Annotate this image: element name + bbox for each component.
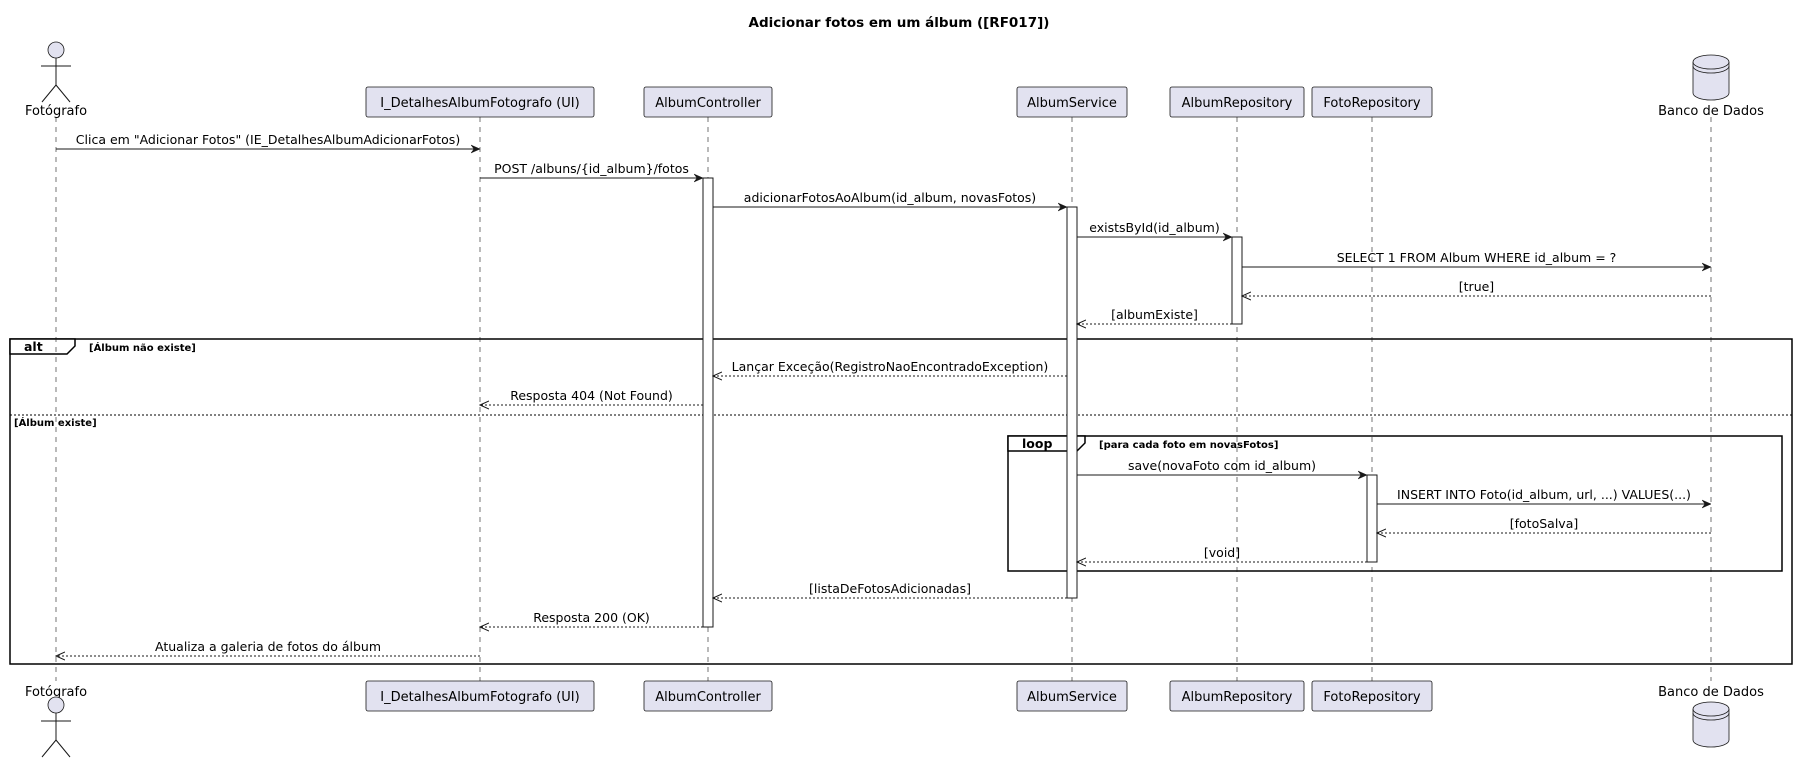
participant-box-service-top xyxy=(1016,86,1128,118)
participant-label-ui-top: I_DetalhesAlbumFotografo (UI) xyxy=(380,96,579,111)
message-label-1: Clica em "Adicionar Fotos" (IE_DetalhesA… xyxy=(76,132,460,147)
loop-condition: [para cada foto em novasFotos] xyxy=(1099,440,1278,451)
activation-service xyxy=(1066,206,1078,599)
participant-box-fotorepo-bottom xyxy=(1311,680,1433,712)
message-9: Resposta 404 (Not Found) xyxy=(480,388,703,405)
activation-fotorepo xyxy=(1366,474,1378,563)
participant-box-albumrepo-top xyxy=(1169,86,1305,118)
message-label-7: [albumExiste] xyxy=(1111,307,1198,322)
participant-label-service-top: AlbumService xyxy=(1027,96,1117,111)
alt-condition-2: [Álbum existe] xyxy=(14,416,97,429)
message-label-13: [void] xyxy=(1204,545,1240,560)
message-label-10: save(novaFoto com id_album) xyxy=(1128,458,1316,473)
alt-condition-1: [Álbum não existe] xyxy=(89,341,196,354)
participant-box-controller-bottom xyxy=(643,680,773,712)
participant-box-albumrepo-bottom xyxy=(1169,680,1305,712)
participant-label-albumrepo-bottom: AlbumRepository xyxy=(1182,690,1293,705)
message-3: adicionarFotosAoAlbum(id_album, novasFot… xyxy=(713,190,1067,207)
participant-box-ui-bottom xyxy=(365,680,595,712)
activation-albumrepo xyxy=(1231,236,1243,325)
participant-label-db-bottom: Banco de Dados xyxy=(1658,685,1764,700)
message-label-2: POST /albuns/{id_album}/fotos xyxy=(494,161,689,176)
message-label-12: [fotoSalva] xyxy=(1510,516,1578,531)
loop-frame xyxy=(1007,435,1783,572)
participant-box-fotorepo-top xyxy=(1311,86,1433,118)
message-4: existsById(id_album) xyxy=(1077,220,1232,237)
message-6: [true] xyxy=(1242,279,1711,296)
message-label-16: Atualiza a galeria de fotos do álbum xyxy=(155,639,381,654)
message-12: [fotoSalva] xyxy=(1377,516,1711,533)
message-layer: Clica em "Adicionar Fotos" (IE_DetalhesA… xyxy=(56,132,1711,656)
message-label-8: Lançar Exceção(RegistroNaoEncontradoExce… xyxy=(732,359,1049,374)
diagram-title: Adicionar fotos em um álbum ([RF017]) xyxy=(749,15,1050,31)
message-label-5: SELECT 1 FROM Album WHERE id_album = ? xyxy=(1337,250,1617,265)
participant-label-albumrepo-top: AlbumRepository xyxy=(1182,96,1293,111)
alt-keyword: alt xyxy=(24,339,43,354)
activation-controller xyxy=(702,177,714,628)
alt-frame-tab xyxy=(9,338,76,355)
message-16: Atualiza a galeria de fotos do álbum xyxy=(56,639,480,656)
loop-keyword: loop xyxy=(1022,436,1052,451)
database-icon-top xyxy=(1692,54,1730,101)
activation-layer xyxy=(702,177,1378,628)
message-8: Lançar Exceção(RegistroNaoEncontradoExce… xyxy=(713,359,1067,376)
message-14: [listaDeFotosAdicionadas] xyxy=(713,581,1067,598)
alt-frame xyxy=(9,338,1793,665)
participant-label-controller-bottom: AlbumController xyxy=(655,690,761,705)
participant-label-service-bottom: AlbumService xyxy=(1027,690,1117,705)
message-label-15: Resposta 200 (OK) xyxy=(533,610,650,625)
message-15: Resposta 200 (OK) xyxy=(480,610,703,627)
participant-box-service-bottom xyxy=(1016,680,1128,712)
message-label-9: Resposta 404 (Not Found) xyxy=(510,388,673,403)
actor-icon-bottom xyxy=(41,696,71,758)
fragment-layer: alt [Álbum não existe] [Álbum existe] loop [… xyxy=(9,338,1793,665)
actor-icon-top xyxy=(41,41,71,103)
participant-label-ui-bottom: I_DetalhesAlbumFotografo (UI) xyxy=(380,690,579,705)
participant-label-controller-top: AlbumController xyxy=(655,96,761,111)
participant-label-db-top: Banco de Dados xyxy=(1658,104,1764,119)
participant-box-ui-top xyxy=(365,86,595,118)
participant-layer: FotógrafoFotógrafoI_DetalhesAlbumFotogra… xyxy=(25,41,1764,758)
message-label-14: [listaDeFotosAdicionadas] xyxy=(809,581,971,596)
message-13: [void] xyxy=(1077,545,1367,562)
message-10: save(novaFoto com id_album) xyxy=(1077,458,1367,475)
message-1: Clica em "Adicionar Fotos" (IE_DetalhesA… xyxy=(56,132,480,149)
participant-label-fotografo-top: Fotógrafo xyxy=(25,104,87,119)
message-label-3: adicionarFotosAoAlbum(id_album, novasFot… xyxy=(744,190,1036,205)
participant-label-fotografo-bottom: Fotógrafo xyxy=(25,685,87,700)
participant-label-fotorepo-top: FotoRepository xyxy=(1323,96,1420,111)
message-5: SELECT 1 FROM Album WHERE id_album = ? xyxy=(1242,250,1711,267)
message-11: INSERT INTO Foto(id_album, url, ...) VAL… xyxy=(1377,487,1711,504)
message-2: POST /albuns/{id_album}/fotos xyxy=(480,161,703,178)
message-label-4: existsById(id_album) xyxy=(1089,220,1219,235)
message-label-6: [true] xyxy=(1459,279,1494,294)
message-label-11: INSERT INTO Foto(id_album, url, ...) VAL… xyxy=(1397,487,1691,502)
database-icon-bottom xyxy=(1692,701,1730,748)
participant-box-controller-top xyxy=(643,86,773,118)
message-7: [albumExiste] xyxy=(1077,307,1232,324)
participant-label-fotorepo-bottom: FotoRepository xyxy=(1323,690,1420,705)
